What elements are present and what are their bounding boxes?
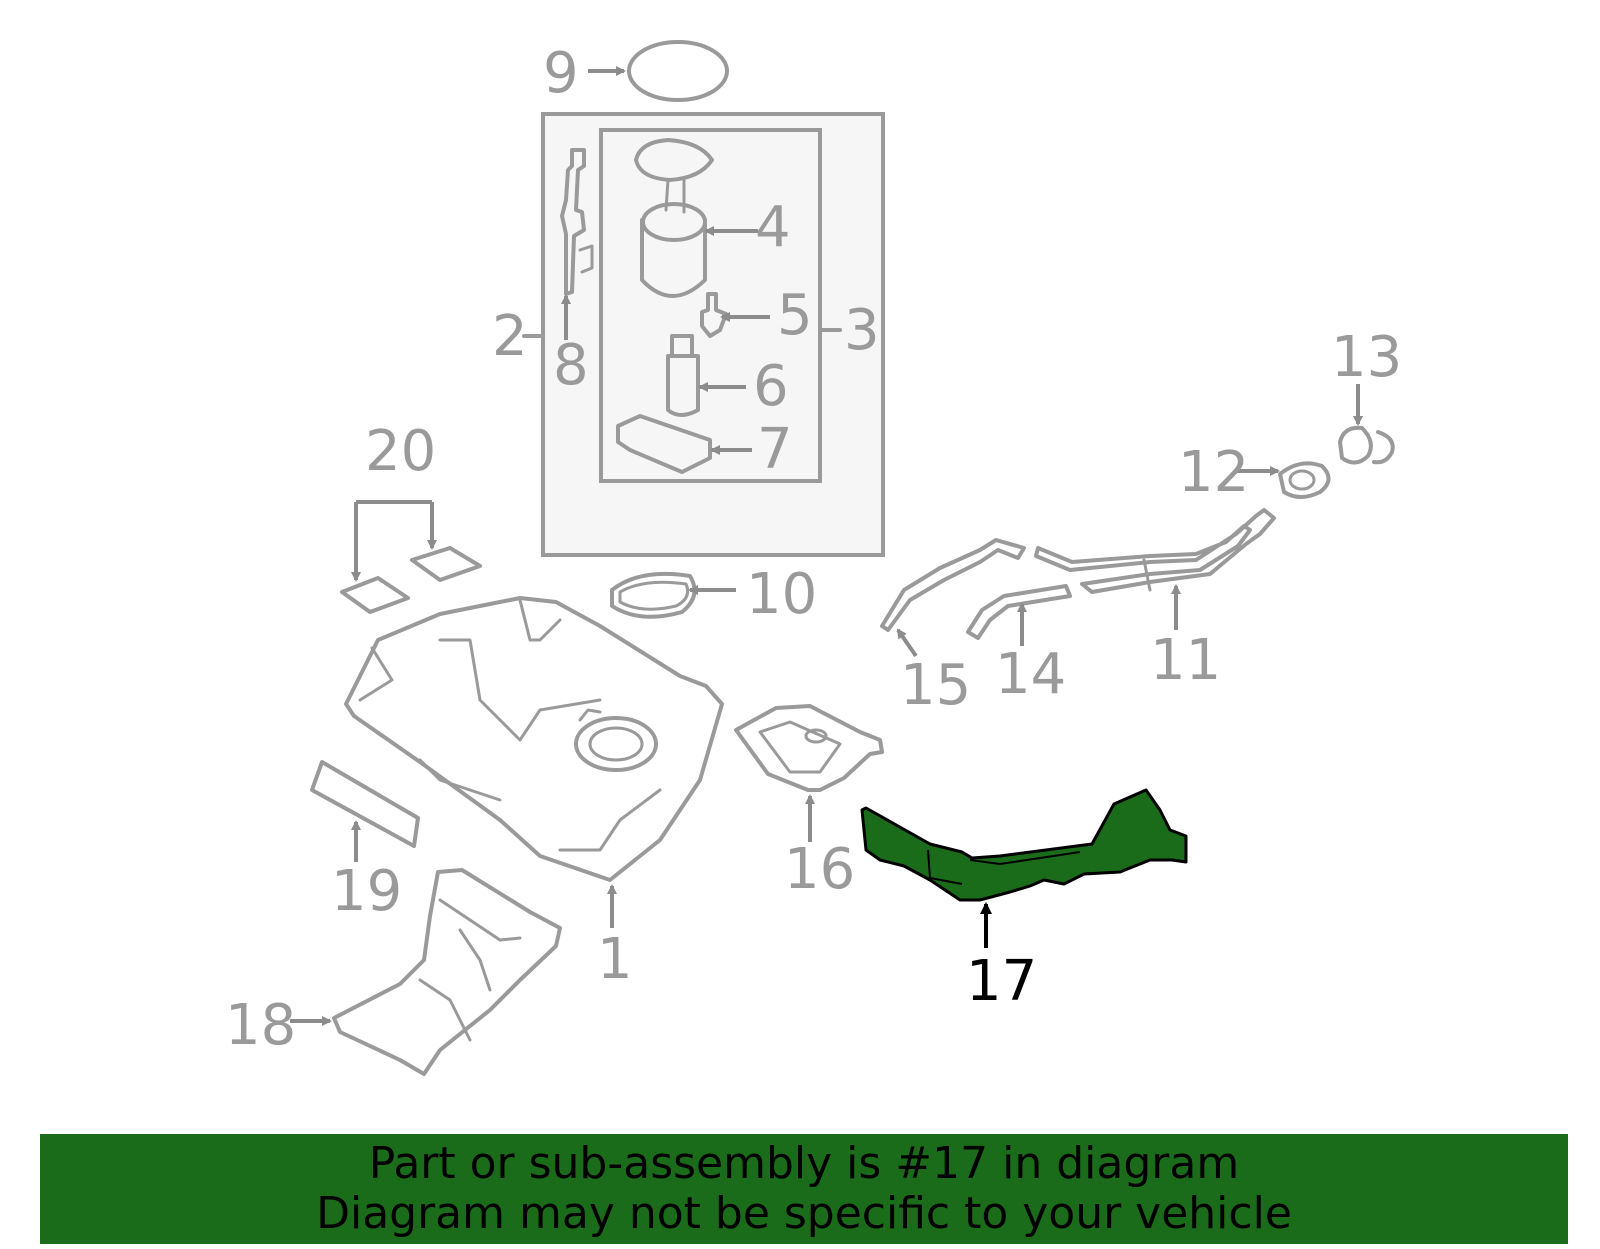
callout-4: 4: [755, 195, 791, 260]
callout-12: 12: [1178, 440, 1249, 505]
part-5-valve: 5: [700, 283, 813, 348]
part-15-vent-tube: 15: [880, 538, 1026, 718]
callout-8: 8: [553, 333, 589, 398]
part-7-filter: 7: [616, 414, 793, 482]
callout-20: 20: [365, 419, 436, 484]
callout-17: 17: [966, 949, 1037, 1014]
callout-7: 7: [757, 417, 793, 482]
part-1-fuel-tank: 1: [344, 596, 724, 992]
part-10-lock-ring: 10: [610, 562, 817, 627]
part-4-pump-module: 4: [634, 138, 791, 298]
part-14-hose: 14: [966, 584, 1072, 707]
callout-5: 5: [777, 283, 813, 348]
callout-14: 14: [995, 642, 1066, 707]
part-19-strip: 19: [310, 760, 420, 924]
banner-line-1: Part or sub-assembly is #17 in diagram: [368, 1138, 1240, 1189]
callout-3: 3: [844, 298, 880, 363]
part-13-fuel-cap: 13: [1331, 325, 1402, 465]
callout-11: 11: [1150, 628, 1221, 693]
part-18-heat-shield: 18: [225, 868, 562, 1076]
info-banner: Part or sub-assembly is #17 in diagram D…: [40, 1134, 1568, 1244]
callout-2: 2: [492, 304, 528, 369]
part-20-pads: 20: [340, 419, 482, 614]
part-8-sender-unit: 8: [553, 148, 594, 398]
part-17-highlighted: 17: [860, 788, 1188, 1014]
part-9-o-ring: 9: [543, 40, 729, 106]
part-12-seal: 12: [1178, 440, 1331, 505]
part-11-filler-pipe: 11: [1034, 508, 1276, 693]
callout-16: 16: [784, 837, 855, 902]
banner-line-2: Diagram may not be specific to your vehi…: [316, 1188, 1292, 1239]
part-6-fuel-pump: 6: [666, 334, 789, 419]
callout-10: 10: [746, 562, 817, 627]
callout-1: 1: [597, 927, 633, 992]
part-16-bracket: 16: [734, 704, 884, 902]
callout-13: 13: [1331, 325, 1402, 390]
callout-9: 9: [543, 41, 579, 106]
callout-15: 15: [900, 653, 971, 718]
callout-19: 19: [331, 859, 402, 924]
callout-18: 18: [225, 993, 296, 1058]
callout-6: 6: [753, 354, 789, 419]
